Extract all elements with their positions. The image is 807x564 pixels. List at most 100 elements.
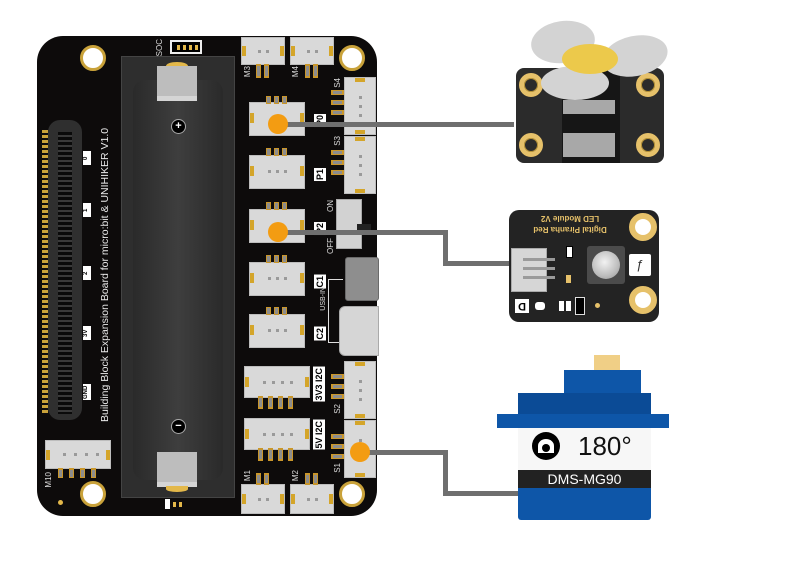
led-connector-pin (523, 258, 555, 261)
servo-angle: 180° (578, 431, 632, 461)
connector-s3[interactable] (344, 136, 376, 194)
servo-shaft (594, 355, 620, 371)
mounting-hole (339, 481, 365, 507)
connector-m2[interactable] (290, 484, 334, 514)
label-s3: S3 (333, 136, 342, 146)
led-lens (592, 251, 620, 279)
led-mounting-hole (629, 286, 657, 314)
connector-m1[interactable] (241, 484, 285, 514)
usb-in-bracket (328, 279, 343, 343)
label-s2: S2 (333, 404, 342, 414)
label-i2c-3v3: 3V3 I2C (313, 367, 325, 402)
connector-p1[interactable] (249, 155, 305, 189)
function-icon: ƒ (629, 254, 651, 276)
edge-label-3v: 3V (83, 326, 91, 340)
mounting-hole (80, 45, 106, 71)
battery-negative-icon: − (171, 419, 186, 434)
led-switch (575, 297, 585, 315)
wire-p2-to-led-seg3 (443, 261, 513, 266)
label-p1: P1 (314, 168, 326, 182)
label-m10: M10 (44, 472, 53, 488)
connection-point-p0 (268, 114, 288, 134)
label-s1: S1 (333, 463, 342, 473)
battery-cell (133, 80, 223, 480)
mounting-hole (80, 481, 106, 507)
fan-module-plate (563, 133, 615, 157)
label-i2c-5v: 5V I2C (313, 420, 325, 450)
label-s4: S4 (333, 78, 342, 88)
led-connector (511, 248, 547, 292)
wire-p2-to-led-seg2 (443, 230, 448, 266)
connection-point-s1 (350, 442, 370, 462)
wire-s1-to-servo-seg3 (443, 491, 519, 496)
led-module-title-line2: LED Module V2 (540, 214, 600, 223)
servo-rotation-icon (532, 432, 560, 460)
bottom-smd (179, 502, 182, 507)
led-module-title-line1: Digital Piranha Red (533, 225, 607, 234)
servo-model-band (518, 470, 651, 488)
soc-indicator (170, 40, 202, 54)
connector-s2[interactable] (344, 361, 376, 419)
battery-clip-top (157, 66, 197, 101)
connector-c1[interactable] (249, 262, 305, 296)
led-connector-pin (523, 276, 555, 279)
connector-m4[interactable] (290, 37, 334, 65)
wire-s1-to-servo-seg2 (443, 450, 448, 496)
edge-label-0: 0 (83, 151, 91, 165)
label-c2: C2 (314, 327, 326, 341)
led-connector-pin (523, 267, 555, 270)
fan-hub (562, 44, 618, 74)
soc-led (177, 45, 180, 50)
servo-model: DMS-MG90 (547, 471, 622, 487)
digital-badge: D (515, 299, 529, 313)
battery-contact-bottom (166, 486, 188, 492)
fan-module-plate (563, 100, 615, 114)
status-dot (58, 500, 63, 505)
wire-p0-to-fan (278, 122, 514, 127)
led-indicator-icon (535, 302, 545, 310)
led-smd (559, 301, 564, 311)
power-switch-lever[interactable] (357, 224, 371, 232)
connector-i2c-5v[interactable] (244, 418, 310, 450)
fan-mounting-hole (636, 73, 660, 97)
connector-m10[interactable] (45, 440, 111, 469)
connector-m3[interactable] (241, 37, 285, 65)
bottom-led (165, 499, 170, 509)
wire-p2-to-led-seg1 (278, 230, 448, 235)
mounting-hole (339, 45, 365, 71)
label-on: ON (326, 200, 335, 212)
label-m1: M1 (243, 470, 252, 482)
soc-led (183, 45, 186, 50)
edge-connector-contacts (58, 132, 72, 414)
edge-label-gnd: GND (83, 384, 91, 400)
label-off: OFF (326, 238, 335, 254)
label-m3: M3 (243, 66, 252, 78)
battery-clip-bottom (157, 452, 197, 487)
servo-lower-body (518, 488, 651, 520)
led-dot (595, 303, 600, 308)
soc-led (189, 45, 192, 50)
edge-label-1: 1 (83, 203, 91, 217)
led-smd (566, 301, 571, 311)
servo-top (564, 370, 641, 394)
label-m2: M2 (291, 470, 300, 482)
edge-label-2: 2 (83, 266, 91, 280)
usb-c-port (339, 306, 379, 356)
servo-upper-body (518, 393, 651, 415)
connection-point-p2 (268, 222, 288, 242)
edge-connector-pins (42, 130, 48, 415)
bottom-smd (173, 502, 176, 507)
label-usb-in: USB-IN (320, 287, 327, 311)
soc-led (195, 45, 198, 50)
wire-s1-to-servo-seg1 (360, 450, 448, 455)
servo-mounting-tab (497, 414, 669, 428)
fan-mounting-hole (519, 133, 543, 157)
connector-i2c-3v3[interactable] (244, 366, 310, 398)
micro-usb-port (345, 257, 379, 301)
led-mounting-hole (629, 213, 657, 241)
connector-c2[interactable] (249, 314, 305, 348)
led-smd-resistor (566, 246, 573, 258)
battery-positive-icon: + (171, 119, 186, 134)
board-title: Building Block Expansion Board for micro… (99, 127, 111, 422)
led-smd-capacitor (566, 275, 571, 283)
